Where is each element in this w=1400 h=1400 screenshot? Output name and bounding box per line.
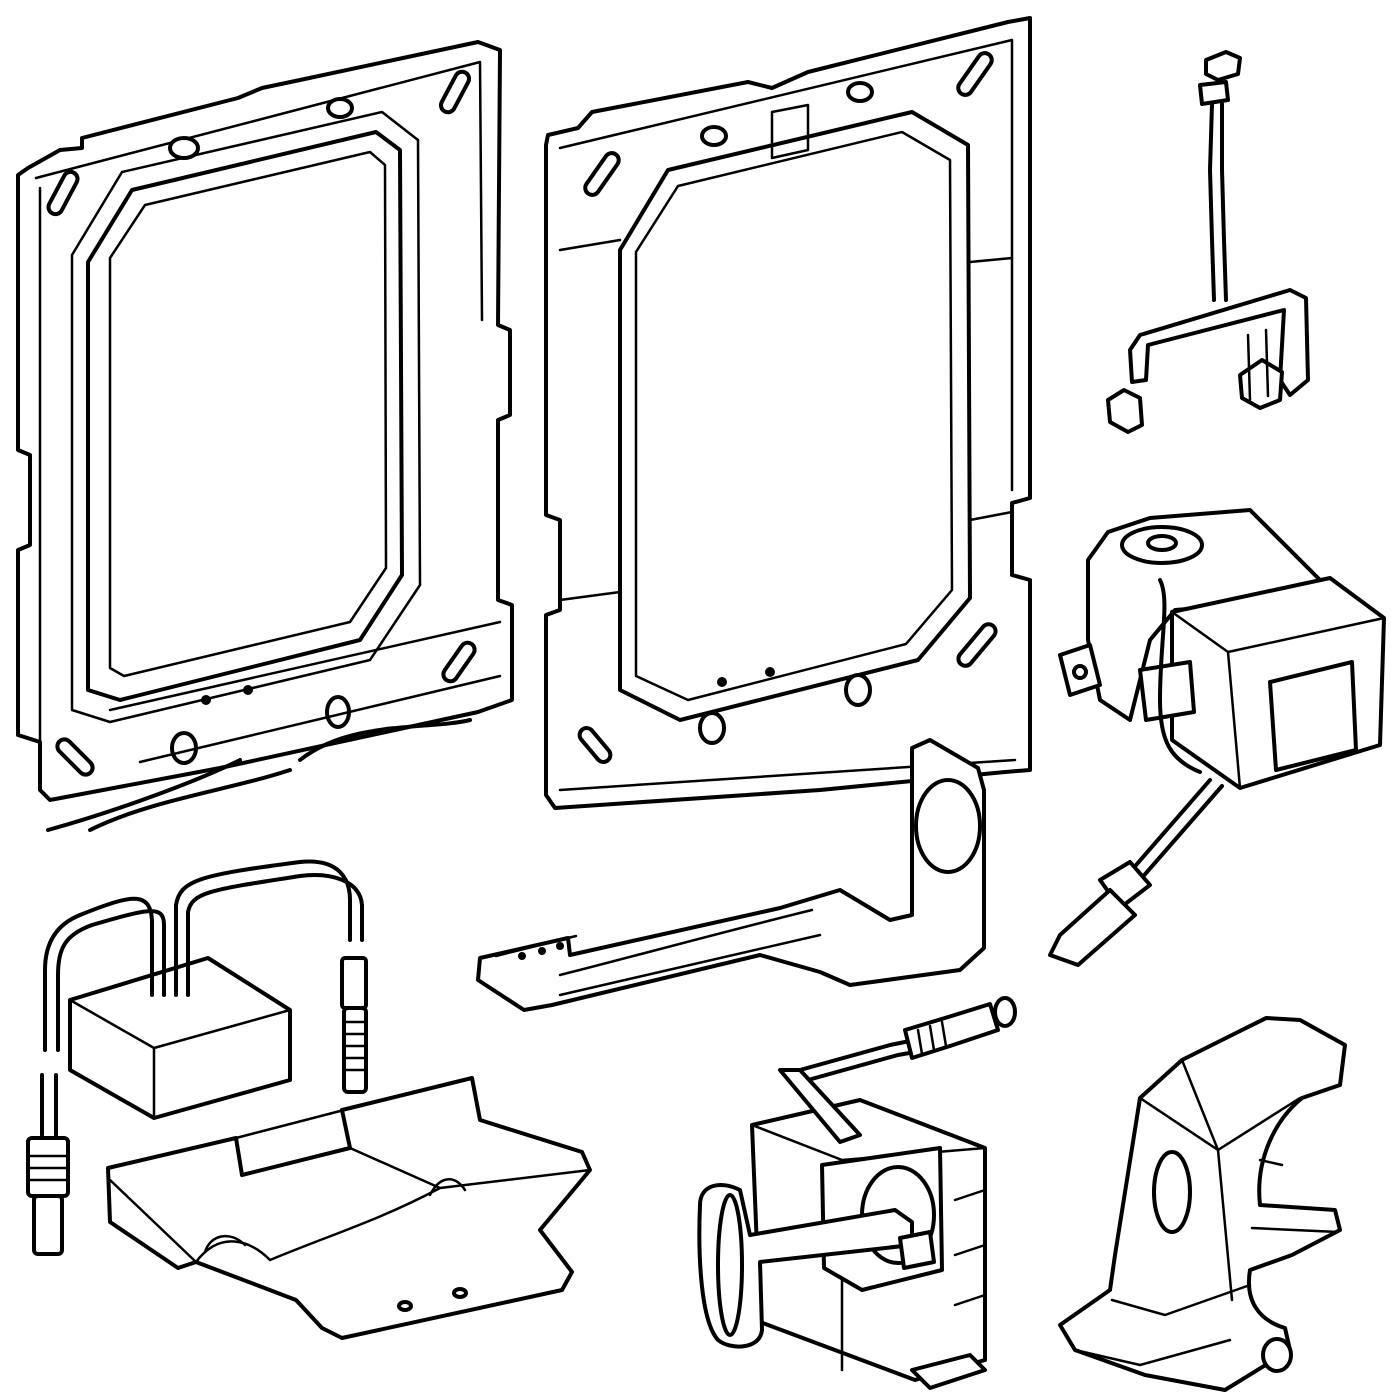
power-supply-with-cables xyxy=(26,859,368,1256)
mounting-frame-right xyxy=(544,16,1032,810)
support-housing xyxy=(1058,1016,1347,1392)
l-bracket xyxy=(476,738,986,1012)
sensor-module xyxy=(1048,508,1386,967)
mounting-frame-left xyxy=(16,40,514,832)
valve-actuator-with-key xyxy=(697,996,1017,1390)
wire-clip-bracket xyxy=(1106,50,1310,434)
cover-plate xyxy=(106,1076,592,1340)
